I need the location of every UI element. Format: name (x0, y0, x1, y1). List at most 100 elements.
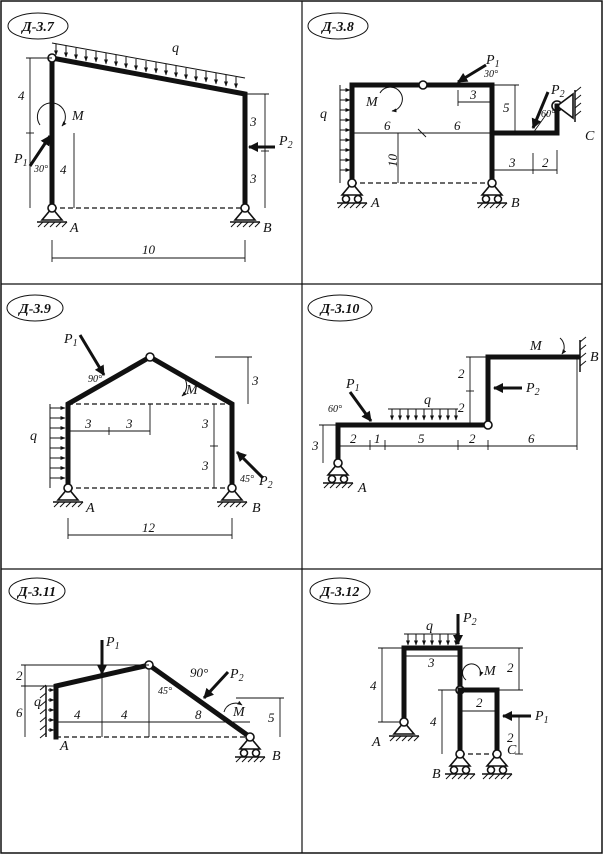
frame-right (457, 687, 500, 757)
moment-arrow (223, 700, 243, 713)
label-angle2: 60° (541, 109, 555, 120)
dim-v1: 2 (458, 366, 465, 381)
distributed-load-q (48, 688, 55, 732)
label-q: q (172, 41, 179, 56)
distributed-load-q (406, 634, 458, 646)
label-a: A (59, 739, 69, 754)
dim-right-top: 3 (249, 114, 257, 129)
label-p2: P2 (258, 474, 273, 491)
problem-title: Д-3.8 (320, 20, 354, 35)
problem-title: Д-3.10 (319, 302, 360, 317)
support-c (555, 92, 574, 120)
problem-d3-7: Д-3.7 q M (7, 12, 293, 262)
dim-span: 12 (142, 520, 156, 535)
label-q: q (426, 619, 433, 634)
problem-title: Д-3.7 (20, 20, 55, 35)
dim-r-low: 2 (507, 730, 514, 745)
label-p2: P2 (525, 381, 540, 398)
label-angle2: 45° (240, 474, 254, 485)
dim-span-right: 6 (454, 118, 461, 133)
problem-title-badge (307, 294, 373, 322)
dim-d2: 3 (125, 416, 133, 431)
dim-v2: 2 (458, 400, 465, 415)
force-p1 (348, 391, 373, 422)
label-p1: P1 (485, 53, 500, 70)
force-p2 (202, 670, 230, 700)
dim-h-left: 3 (311, 438, 319, 453)
dim-left: 6 (16, 705, 23, 720)
dim-d3: 5 (418, 431, 425, 446)
distributed-load-q (50, 406, 66, 480)
dim-c2: 2 (542, 155, 549, 170)
dim-right: 5 (503, 100, 510, 115)
label-angle1: 45° (158, 686, 172, 697)
label-p2: P2 (462, 611, 477, 628)
label-q: q (424, 393, 431, 408)
dim-top: 3 (427, 655, 435, 670)
support-b (234, 732, 266, 763)
frame (49, 54, 248, 211)
problem-title: Д-3.12 (319, 585, 360, 600)
label-m: M (185, 383, 199, 398)
dim-height: 10 (385, 154, 400, 168)
label-angle1: 30° (483, 69, 498, 80)
label-q: q (30, 429, 37, 444)
problem-d3-10: Д-3.10 B M P2 q P1 60° (307, 294, 599, 496)
force-p2 (531, 91, 550, 129)
label-a: A (69, 221, 79, 236)
force-p2 (235, 450, 265, 480)
support-a (388, 717, 420, 742)
dim-left-top: 4 (18, 88, 25, 103)
label-m: M (483, 664, 497, 679)
distributed-load-q (54, 44, 238, 89)
dim-d1: 4 (74, 707, 81, 722)
problem-d3-12: Д-3.12 q P2 M P1 A B C (309, 577, 549, 782)
support-b (229, 203, 261, 228)
problem-title: Д-3.11 (16, 585, 56, 600)
label-b: B (432, 767, 441, 782)
label-p1: P1 (13, 152, 28, 169)
label-a: A (370, 196, 380, 211)
dim-left: 4 (370, 678, 377, 693)
problem-title-badge (6, 294, 64, 322)
force-p1 (457, 63, 487, 84)
frame (53, 662, 254, 741)
problem-d3-8: Д-3.8 C q M (307, 12, 595, 211)
label-p2: P2 (278, 134, 293, 151)
problem-title: Д-3.9 (17, 302, 51, 317)
label-b: B (252, 501, 261, 516)
distributed-load-q (340, 88, 351, 172)
dim-low: 4 (430, 714, 437, 729)
label-b: B (272, 749, 281, 764)
label-m: M (71, 109, 85, 124)
label-angle: 60° (328, 404, 342, 415)
frame-left (401, 645, 463, 725)
label-p1: P1 (534, 709, 549, 726)
moment-arrow (559, 337, 567, 355)
label-angle: 30° (33, 164, 48, 175)
moment-arrow (379, 86, 403, 113)
force-p1 (78, 334, 106, 376)
distributed-load-q (390, 409, 458, 421)
label-p1: P1 (105, 635, 120, 652)
dim-span-left: 6 (384, 118, 391, 133)
dim-span: 10 (142, 242, 156, 257)
label-m: M (529, 339, 543, 354)
problem-title-badge (7, 12, 69, 40)
label-m: M (365, 95, 379, 110)
label-b: B (511, 196, 520, 211)
dim-top: 3 (251, 373, 259, 388)
dim-d2: 4 (121, 707, 128, 722)
label-angle2: 90° (190, 665, 208, 680)
problem-d3-11: Д-3.11 A q P1 P2 90° 45° (8, 577, 284, 764)
label-b: B (263, 221, 272, 236)
dim-top: 2 (16, 668, 23, 683)
support-a (322, 458, 354, 489)
problem-title-badge (309, 577, 371, 605)
label-p2: P2 (550, 83, 565, 100)
label-c: C (507, 743, 517, 758)
label-p1: P1 (345, 377, 360, 394)
dim-d2: 1 (374, 431, 381, 446)
label-p1: P1 (63, 332, 78, 349)
